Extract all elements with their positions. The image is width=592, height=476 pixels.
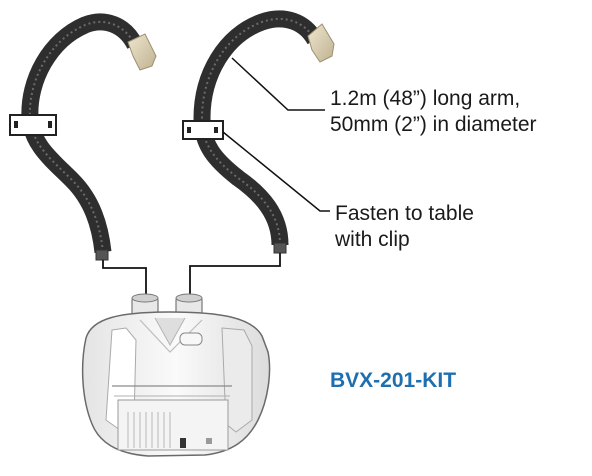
left-hose (21, 13, 143, 254)
extractor-unit-icon (81, 293, 271, 457)
arm-spec-line-1: 1.2m (48”) long arm, (330, 87, 521, 110)
right-nozzle-icon (307, 23, 335, 63)
arm-spec-line-2: 50mm (2”) in diameter (330, 113, 537, 136)
left-arm-icon (9, 13, 157, 261)
clip-instruction-label: Fasten to table with clip (335, 201, 474, 253)
clip-instruction-line-2: with clip (335, 228, 410, 251)
clip-callout-line (222, 131, 330, 212)
right-connector-line (189, 253, 281, 300)
arm-callout-line (231, 57, 325, 111)
left-connector-line (102, 260, 147, 300)
model-number: BVX-201-KIT (330, 369, 457, 392)
left-clip-icon (9, 114, 57, 136)
model-number-label: BVX-201-KIT (330, 368, 456, 394)
clip-instruction-line-1: Fasten to table (335, 202, 474, 225)
left-nozzle-icon (127, 33, 157, 71)
arm-spec-label: 1.2m (48”) long arm, 50mm (2”) in diamet… (330, 86, 537, 138)
right-clip-icon (182, 120, 224, 140)
right-arm-icon (182, 10, 335, 254)
